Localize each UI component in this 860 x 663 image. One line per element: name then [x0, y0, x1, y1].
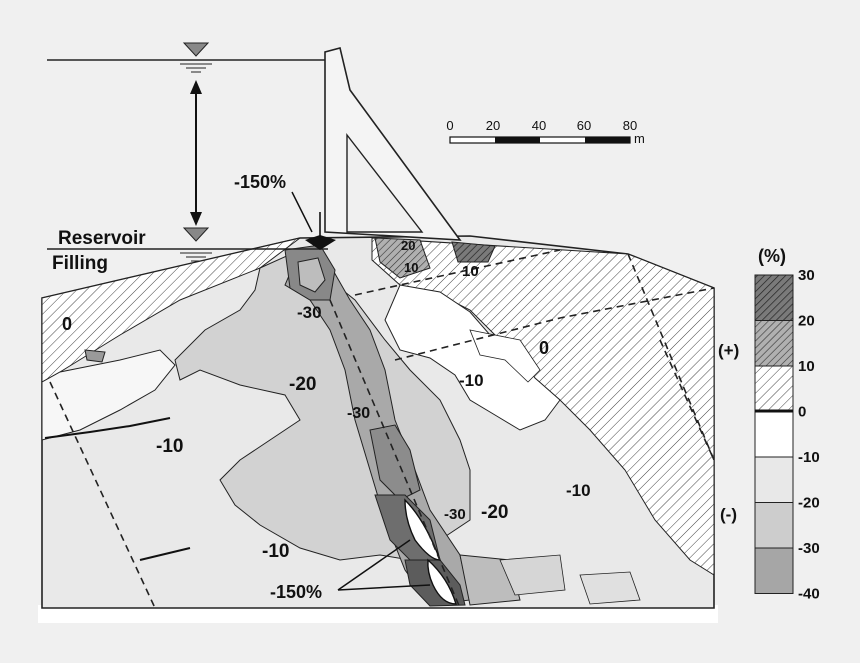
- callout-leaders: [291, 191, 431, 591]
- dam-body: [305, 47, 462, 250]
- contour-label: -30: [444, 506, 466, 523]
- scale-tick-40: 40: [532, 118, 546, 133]
- bottom-strip: [38, 605, 718, 623]
- legend-positive-label: (+): [718, 341, 739, 360]
- legend-tick-label: -30: [798, 540, 820, 557]
- legend-tick-label: 20: [798, 313, 815, 330]
- legend-tick-label: -10: [798, 449, 820, 466]
- crack-lines: [44, 417, 191, 561]
- legend-band: [754, 456, 794, 503]
- filling-arrow: [190, 80, 202, 226]
- legend-tick-label: 10: [798, 358, 815, 375]
- legend: (%) 30 20 10 0 -10 -20 -30 -40 (+) (-): [718, 246, 820, 603]
- contour-label: -30: [347, 405, 370, 422]
- contour-label: -20: [481, 502, 508, 523]
- legend-tick-label: 30: [798, 267, 815, 284]
- scale-tick-60: 60: [577, 118, 591, 133]
- legend-ticks: 30 20 10 0 -10 -20 -30 -40: [798, 267, 820, 603]
- contour-label: -10: [156, 436, 183, 457]
- water-level-marker-bottom: [180, 227, 212, 262]
- contour-label: 10: [404, 260, 418, 275]
- foundation-region: [41, 235, 715, 609]
- top-pct-label: -150%: [234, 172, 286, 192]
- legend-band: [754, 365, 794, 412]
- bottom-pct-label: -150%: [270, 582, 322, 602]
- contour-label: 10: [462, 263, 479, 280]
- contour-label: 0: [539, 338, 549, 358]
- filling-label: Filling: [52, 253, 108, 274]
- legend-negative-label: (-): [720, 505, 737, 524]
- scale-tick-80: 80: [623, 118, 637, 133]
- legend-band: [754, 274, 794, 321]
- legend-band: [754, 547, 794, 594]
- contour-label: -20: [289, 374, 316, 395]
- legend-tick-label: 0: [798, 404, 806, 421]
- contour-label: -10: [566, 481, 591, 500]
- scale-tick-0: 0: [446, 118, 453, 133]
- scale-unit: m: [634, 131, 645, 146]
- contour-label: -30: [297, 303, 322, 322]
- contour-label: -10: [262, 541, 289, 562]
- zone-boundaries: [49, 249, 715, 609]
- legend-tick-label: -40: [798, 586, 820, 603]
- reservoir-label: Reservoir: [58, 228, 146, 249]
- reservoir-levels: [47, 42, 328, 262]
- legend-band: [754, 320, 794, 367]
- scale-tick-20: 20: [486, 118, 500, 133]
- legend-tick-label: -20: [798, 495, 820, 512]
- contour-label: -10: [459, 371, 484, 390]
- legend-unit: (%): [758, 246, 786, 266]
- water-level-marker-top: [180, 42, 212, 73]
- legend-band: [754, 411, 794, 458]
- scale-bar: 0 20 40 60 80 m: [446, 118, 644, 146]
- legend-bands: [754, 274, 794, 594]
- contour-label: 0: [62, 314, 72, 334]
- contour-label: 20: [401, 238, 415, 253]
- legend-band: [754, 502, 794, 549]
